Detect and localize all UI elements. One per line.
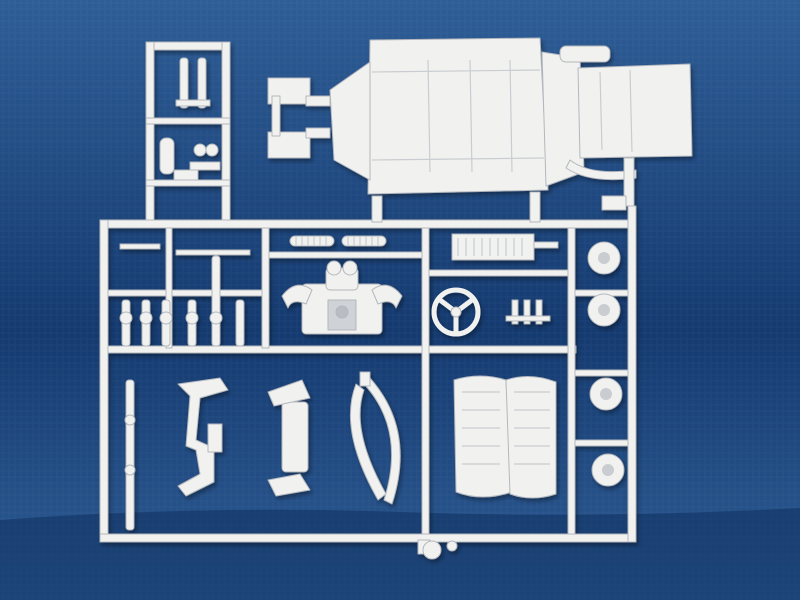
loose-small-part xyxy=(417,539,458,560)
fabric-fold xyxy=(0,508,800,600)
sprue-upper-left-frame xyxy=(145,41,231,221)
seat-parts xyxy=(453,375,557,499)
engine-block-part xyxy=(281,260,403,335)
shock-absorber-parts xyxy=(119,243,251,347)
suspension-arm-parts xyxy=(267,371,401,505)
axle-parts xyxy=(124,377,229,531)
radiator-part xyxy=(451,233,559,261)
brake-drum-centers xyxy=(598,252,614,476)
sprue-main-frame xyxy=(99,191,637,543)
body-tub-part xyxy=(267,37,585,195)
pedal-parts xyxy=(505,299,551,325)
steering-wheel-part xyxy=(431,287,481,337)
sprue-kit xyxy=(99,37,693,560)
spring-parts xyxy=(289,235,387,247)
tail-panel-part xyxy=(559,45,693,207)
